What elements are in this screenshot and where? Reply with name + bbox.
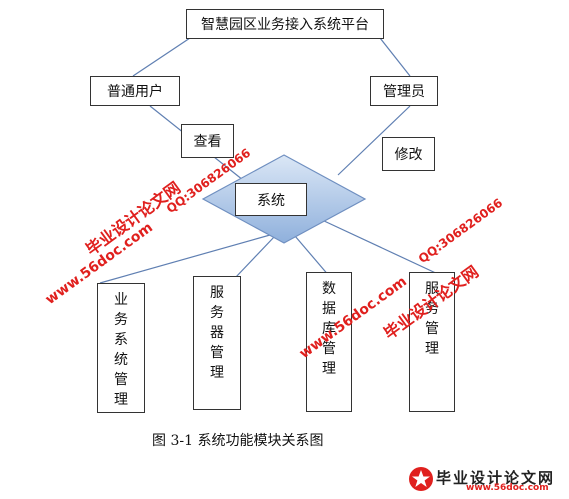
module-char: 理 [210, 365, 224, 381]
module-char: 管 [210, 345, 224, 361]
module-char: 据 [322, 301, 336, 317]
admin-role-box: 管理员 [370, 76, 438, 106]
module-char: 库 [322, 321, 336, 337]
module-char: 数 [322, 281, 336, 297]
line-system-to-module-3 [294, 235, 331, 278]
module-char: 管 [322, 341, 336, 357]
module-char: 系 [114, 332, 128, 348]
module-box-server: 服务器管理 [193, 276, 241, 410]
line-system-to-module-4 [321, 219, 441, 276]
logo-star-icon [409, 467, 433, 491]
user-role-box: 普通用户 [90, 76, 180, 106]
module-char: 服 [425, 281, 439, 297]
module-char: 务 [210, 305, 224, 321]
module-char: 理 [425, 341, 439, 357]
module-char: 业 [114, 292, 128, 308]
logo-name: 毕业设计论文网 [436, 469, 556, 487]
site-logo: 毕业设计论文网 www.56doc.com [408, 463, 566, 495]
figure-caption: 图 3-1 系统功能模块关系图 [152, 433, 324, 449]
line-system-to-module-2 [234, 235, 276, 279]
module-box-database: 数据库管理 [306, 272, 352, 412]
platform-title-box: 智慧园区业务接入系统平台 [186, 9, 384, 39]
module-char: 统 [114, 352, 128, 368]
module-char: 器 [210, 325, 224, 341]
module-char: 理 [322, 361, 336, 377]
line-top-to-user [132, 37, 191, 77]
line-system-to-module-1 [99, 234, 271, 284]
module-char: 管 [425, 321, 439, 337]
module-char: 务 [425, 301, 439, 317]
module-char: 服 [210, 285, 224, 301]
line-admin-to-system [337, 105, 411, 176]
logo-url: www.56doc.com [466, 483, 549, 493]
modify-action-box: 修改 [382, 137, 435, 171]
line-top-to-admin [379, 37, 411, 77]
module-box-business-system: 业务系统管理 [97, 283, 145, 413]
module-box-service: 服务管理 [409, 272, 455, 412]
module-char: 管 [114, 372, 128, 388]
module-char: 务 [114, 312, 128, 328]
system-box: 系统 [235, 183, 307, 216]
view-action-box: 查看 [181, 124, 234, 158]
module-char: 理 [114, 392, 128, 408]
